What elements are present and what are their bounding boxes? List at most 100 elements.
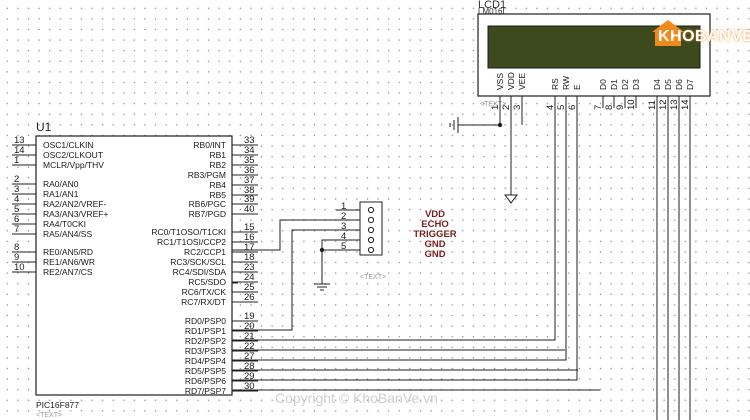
connector-signal-label: VDD [425, 209, 445, 220]
mcu-pin-number: 14 [14, 145, 25, 156]
mcu-pin-number: 25 [244, 282, 255, 293]
mcu-pin-label: RC1/T1OSI/CCP2 [157, 237, 226, 247]
lcd-pin-number: 5 [556, 105, 567, 110]
lcd-pin-label: RW [561, 76, 571, 90]
mcu-pin-number: 39 [244, 194, 255, 205]
mcu-part-number: PIC16F877 [36, 400, 79, 410]
connector-pin-circles [367, 206, 375, 254]
lcd-pin-number: 12 [658, 99, 669, 110]
lcd-pin-number: 10 [626, 99, 637, 110]
mcu-body[interactable] [35, 135, 233, 396]
mcu-pin-number: 19 [244, 311, 255, 322]
lcd-pin-label: D2 [620, 79, 630, 90]
mcu-pin-label: RB6/PGC [189, 199, 226, 209]
mcu-pin-label: RC2/CCP1 [184, 247, 226, 257]
mcu-pin-number: 38 [244, 185, 255, 196]
mcu-pin-label: RA2/AN2/VREF- [43, 199, 106, 209]
mcu-pin-number: 27 [244, 351, 255, 362]
mcu-pin-number: 16 [244, 232, 255, 243]
lcd-pin-label: VDD [506, 72, 516, 90]
lcd-pin-number: 7 [593, 105, 604, 110]
lcd-pin-label: E [572, 84, 582, 90]
mcu-pin-label: RB1 [209, 150, 226, 160]
mcu-pin-number: 34 [244, 145, 255, 156]
junction-dots [319, 122, 503, 253]
mcu-pin-number: 28 [244, 361, 255, 372]
mcu-text-tag: <TEXT> [36, 412, 62, 419]
mcu-pin-label: RD5/PSP5 [185, 366, 226, 376]
mcu-pin-label: RC7/RX/DT [181, 297, 226, 307]
lcd-pin-number: 9 [615, 105, 626, 110]
mcu-reference: U1 [36, 120, 52, 134]
mcu-pin-label: RD7/PSP7 [185, 386, 226, 396]
mcu-pin-label: RE2/AN7/CS [43, 267, 93, 277]
mcu-pin-number: 29 [244, 371, 255, 382]
mcu-pin-number: 24 [244, 272, 255, 283]
mcu-pin-number: 37 [244, 175, 255, 186]
mcu-pin-label: RD1/PSP1 [185, 326, 226, 336]
mcu-pin-number: 8 [14, 242, 19, 253]
mcu-pin-number: 33 [244, 135, 255, 146]
connector-pin-number: 5 [341, 241, 346, 252]
lcd-reference: LCD1 [478, 0, 506, 11]
mcu-pin-number: 6 [14, 214, 19, 225]
lcd-pin-label: D3 [631, 79, 641, 90]
lcd-pin-number: 13 [669, 99, 680, 110]
mcu-pin-number: 40 [244, 204, 255, 215]
mcu-pin-label: RB4 [209, 180, 226, 190]
wires [232, 102, 691, 420]
lcd-pin-number: 1 [490, 105, 501, 110]
mcu-pin-label: RB7/PGD [189, 209, 226, 219]
mcu-pin-label: RC5/SDO [188, 277, 226, 287]
lcd-part-number: LM016L [478, 7, 507, 16]
mcu-pin-number: 23 [244, 262, 255, 273]
lcd-pin-label: VEE [517, 73, 527, 90]
watermark-footer: Copyright © KhoBanVe.vn [275, 390, 438, 406]
connector-text-tag: <TEXT> [360, 274, 386, 281]
mcu-pin-label: RB3/PGM [188, 170, 226, 180]
mcu-pin-number: 3 [14, 184, 19, 195]
mcu-pin-number: 36 [244, 165, 255, 176]
watermark-brand: KHOBANVE [658, 28, 750, 45]
lcd-pin-number: 14 [680, 99, 691, 110]
mcu-pin-number: 26 [244, 292, 255, 303]
mcu-pin-label: RC0/T1OSO/T1CKI [151, 227, 226, 237]
lcd-pin-label: D5 [663, 79, 673, 90]
mcu-pin-label: RD3/PSP3 [185, 346, 226, 356]
lcd-pin-number: 6 [567, 105, 578, 110]
lcd-pin-number: 8 [604, 105, 615, 110]
lcd-pin-label: D0 [598, 79, 608, 90]
mcu-pin-number: 15 [244, 222, 255, 233]
lcd-pin-label: RS [550, 78, 560, 90]
mcu-pin-label: OSC1/CLKIN [43, 140, 94, 150]
mcu-pin-label: RB2 [209, 160, 226, 170]
lcd-pin-label: VSS [495, 73, 505, 90]
connector-signal-label: GND [424, 249, 445, 260]
lcd-pin-label: D4 [652, 79, 662, 90]
mcu-pin-label: RA0/AN0 [43, 179, 79, 189]
mcu-pin-number: 17 [244, 242, 255, 253]
mcu-pin-number: 21 [244, 331, 255, 342]
mcu-pin-number: 5 [14, 204, 19, 215]
lcd-pin-number: 3 [512, 105, 523, 110]
mcu-pin-number: 10 [14, 262, 25, 273]
connector-pin-number: 2 [341, 211, 346, 222]
ground-symbol [504, 194, 518, 204]
mcu-pin-label: RC6/TX/CK [182, 287, 227, 297]
mcu-pin-number: 2 [14, 174, 19, 185]
mcu-pin-number: 7 [14, 224, 19, 235]
lcd-pin-number: 4 [545, 105, 556, 110]
lcd-pin-label: D6 [674, 79, 684, 90]
mcu-pin-label: RA1/AN1 [43, 189, 79, 199]
mcu-pin-number: 35 [244, 155, 255, 166]
lcd-pin-label: D7 [685, 79, 695, 90]
mcu-pin-label: OSC2/CLKOUT [43, 150, 103, 160]
connector-signal-label: GND [424, 239, 445, 250]
mcu-pin-label: RC4/SDI/SDA [173, 267, 227, 277]
mcu-pin-label: RD0/PSP0 [185, 316, 226, 326]
